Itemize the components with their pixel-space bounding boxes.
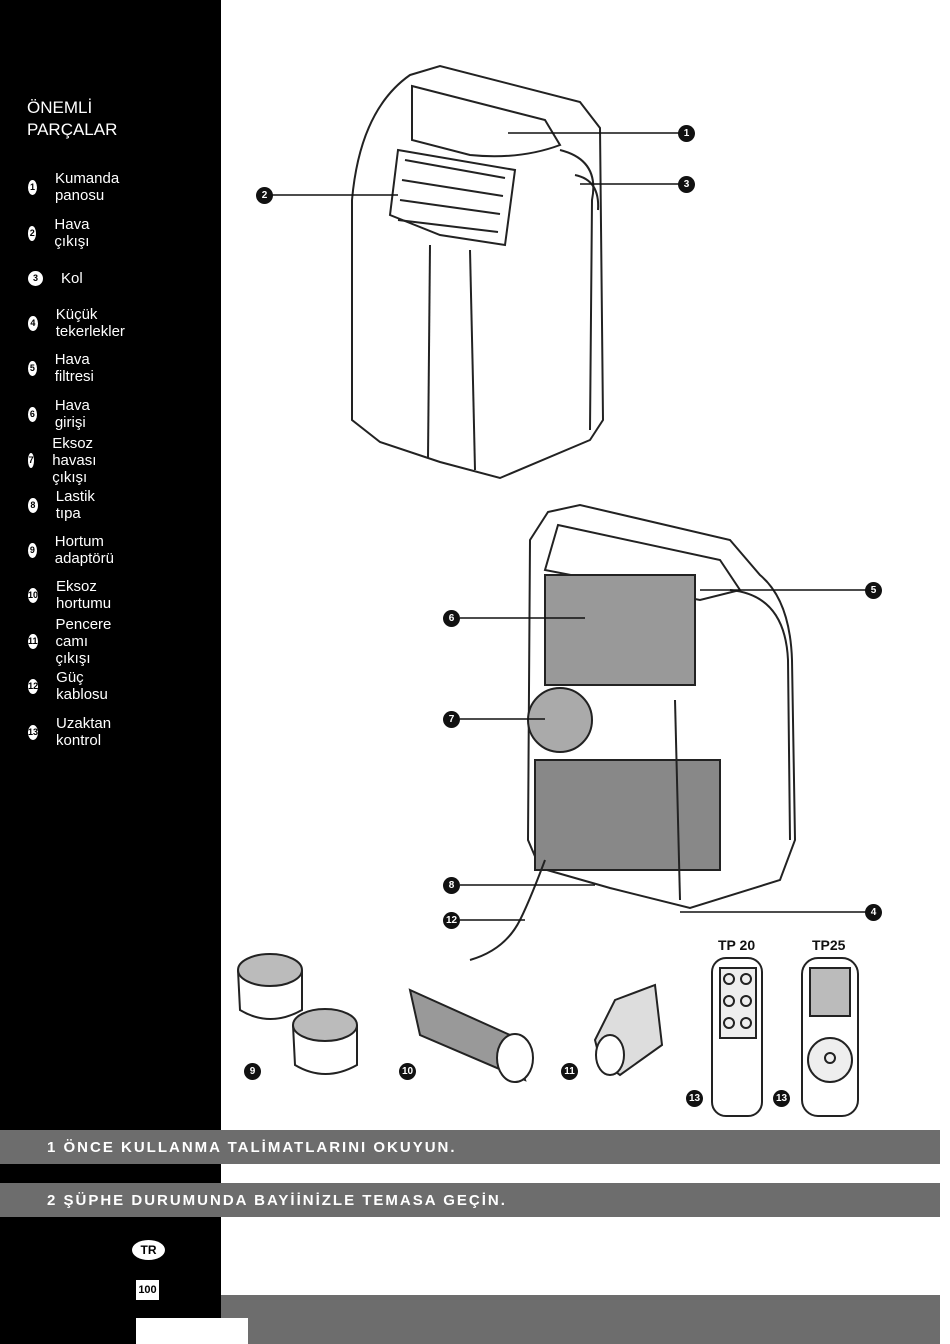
part-number: 8 [28, 497, 38, 513]
part-label: Lastik tıpa [55, 488, 95, 522]
part-item: 7 Eksoz havası çıkışı [28, 435, 105, 486]
part-label: Eksoz hortumu [56, 578, 112, 612]
callout-7: 7 [443, 711, 460, 728]
hose-adapter-drawing [237, 953, 358, 1075]
callout-4: 4 [865, 904, 882, 921]
part-number: 2 [28, 225, 37, 241]
notice-read-instructions: 1 ÖNCE KULLANMA TALİMATLARINI OKUYUN. [0, 1130, 940, 1164]
part-number: 12 [28, 678, 39, 694]
part-number: 6 [28, 406, 37, 422]
callout-6: 6 [443, 610, 460, 627]
air-conditioner-front-drawing [351, 64, 605, 480]
part-item: 5 Hava filtresi [28, 351, 100, 385]
part-number: 10 [28, 587, 39, 603]
callout-8: 8 [443, 877, 460, 894]
part-number: 4 [28, 315, 38, 331]
part-number: 13 [28, 724, 39, 740]
callout-1: 1 [678, 125, 695, 142]
page-number: 100 [136, 1280, 159, 1300]
part-item: 10 Eksoz hortumu [28, 578, 116, 612]
part-label: Eksoz havası çıkışı [52, 434, 97, 486]
window-outlet-drawing [593, 983, 664, 1077]
part-item: 3 Kol [28, 268, 83, 288]
part-number: 7 [28, 452, 35, 468]
part-item: 6 Hava girişi [28, 397, 96, 431]
part-number: 9 [28, 542, 37, 558]
exhaust-hose-drawing [408, 988, 534, 1083]
part-label: Hava girişi [54, 397, 90, 431]
part-item: 4 Küçük tekerlekler [28, 306, 130, 340]
callout-10: 10 [399, 1063, 416, 1080]
footer-bar [221, 1295, 940, 1344]
sidebar-title: ÖNEMLİ PARÇALAR [27, 97, 117, 141]
callout-3: 3 [678, 176, 695, 193]
air-conditioner-rear-drawing [526, 503, 797, 910]
power-cord-drawing [469, 859, 546, 961]
footer-white-block [136, 1318, 248, 1344]
part-item: 11 Pencere camı çıkışı [28, 616, 117, 667]
sidebar: ÖNEMLİ PARÇALAR 1 Kumanda panosu 2 Hava çı… [0, 0, 221, 1344]
notice-contact-dealer: 2 ŞÜPHE DURUMUNDA BAYİİNİZLE TEMASA GEÇİ… [0, 1183, 940, 1217]
remote-tp20-drawing [711, 957, 763, 1117]
part-label: Güç kablosu [56, 669, 108, 703]
part-label: Kol [61, 269, 83, 287]
part-label: Hortum adaptörü [54, 533, 114, 567]
callout-12: 12 [443, 912, 460, 929]
part-label: Hava çıkışı [54, 216, 90, 250]
remote-model-b: TP25 [812, 937, 846, 953]
part-number: 3 [28, 270, 43, 286]
part-item: 2 Hava çıkışı [28, 216, 96, 250]
part-item: 13 Uzaktan kontrol [28, 715, 116, 749]
part-label: Hava filtresi [54, 351, 94, 385]
remote-tp25-drawing [801, 957, 859, 1117]
part-number: 11 [28, 633, 38, 649]
sidebar-title-line2: PARÇALAR [27, 120, 118, 139]
language-badge: TR [132, 1240, 165, 1260]
part-item: 9 Hortum adaptörü [28, 533, 120, 567]
remote-model-a: TP 20 [718, 937, 756, 953]
part-item: 8 Lastik tıpa [28, 488, 100, 522]
callout-5: 5 [865, 582, 882, 599]
callout-13b: 13 [773, 1090, 790, 1107]
part-label: Kumanda panosu [54, 170, 120, 204]
callout-9: 9 [244, 1063, 261, 1080]
part-number: 5 [28, 360, 37, 376]
callout-11: 11 [561, 1063, 578, 1080]
part-item: 12 Güç kablosu [28, 669, 113, 703]
sidebar-title-line1: ÖNEMLİ [27, 98, 93, 117]
part-item: 1 Kumanda panosu [28, 170, 125, 204]
callout-2: 2 [256, 187, 273, 204]
callout-13a: 13 [686, 1090, 703, 1107]
part-number: 1 [28, 179, 37, 195]
part-label: Uzaktan kontrol [56, 715, 112, 749]
part-label: Pencere camı çıkışı [55, 615, 112, 667]
part-label: Küçük tekerlekler [55, 306, 125, 340]
